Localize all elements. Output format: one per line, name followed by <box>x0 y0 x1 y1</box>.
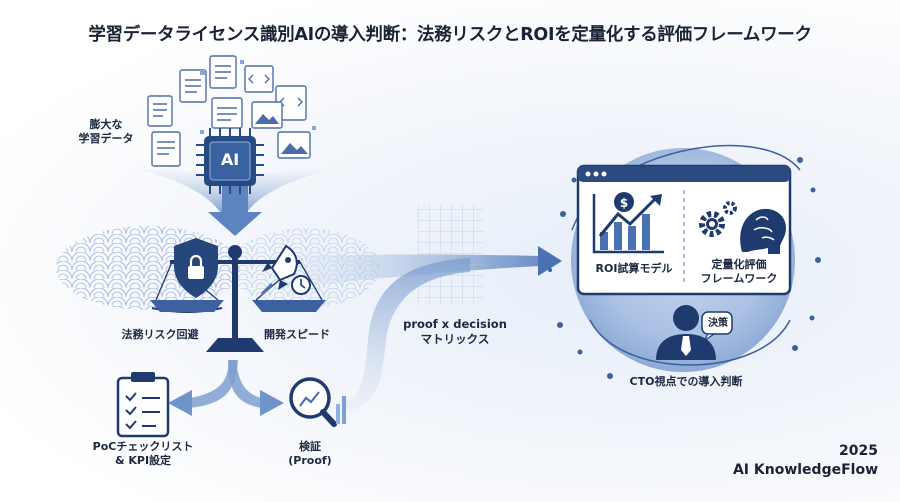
image-file-icon <box>277 131 311 159</box>
proof-flow-curve <box>345 258 470 412</box>
document-icon <box>151 131 181 167</box>
down-arrow-icon <box>208 180 262 236</box>
shield-lock-icon <box>174 238 218 298</box>
decision-matrix-label: proof x decision マトリックス <box>403 317 507 346</box>
flow-to-poc <box>190 360 238 408</box>
legal-risk-label: 法務リスク回避 <box>121 328 199 341</box>
cto-person-icon <box>656 305 716 360</box>
magnifier-chart-icon <box>289 377 346 427</box>
document-icon <box>211 97 243 129</box>
footer-year: 2025 <box>839 443 878 459</box>
training-data-label: 膨大な 学習データ <box>78 118 134 146</box>
checklist-clipboard-icon <box>116 372 170 438</box>
poc-checklist-label: PoCチェックリスト & KPI設定 <box>92 440 194 468</box>
roi-model-label: ROI試算モデル <box>595 262 673 275</box>
left-arrow-icon <box>168 390 192 416</box>
right-arrow-icon <box>538 246 562 276</box>
document-icon <box>147 95 173 127</box>
proof-label: 検証 (Proof) <box>288 440 332 468</box>
image-file-icon <box>251 101 283 129</box>
framework-label: 定量化評価 フレームワーク <box>700 258 778 286</box>
clock-icon <box>291 275 311 295</box>
orbit-line <box>589 319 791 366</box>
gear-brain-icon <box>699 201 786 254</box>
rocket-icon <box>260 244 298 296</box>
ai-chip-icon <box>196 128 264 194</box>
orbit-dots <box>548 157 821 379</box>
decision-badge-label: 決策 <box>708 318 728 329</box>
right-small-arrow-icon <box>260 390 284 416</box>
training-data-documents <box>147 55 316 167</box>
dev-speed-label: 開発スピード <box>264 328 330 341</box>
page-title: 学習データライセンス識別AIの導入判断：法務リスクとROIを定量化する評価フレー… <box>88 25 812 45</box>
svg-text:$: $ <box>620 196 628 210</box>
code-file-icon <box>244 65 274 93</box>
roi-growth-chart-icon: $ <box>592 192 664 254</box>
footer-brand: AI KnowledgeFlow <box>732 462 878 478</box>
dollar-icon <box>614 192 634 212</box>
ai-chip-label: AI <box>220 150 240 169</box>
cto-decision-label: CTO視点での導入判断 <box>629 375 743 388</box>
speech-bubble-icon <box>701 311 733 342</box>
decision-matrix-grid <box>418 205 484 305</box>
flow-to-proof <box>228 360 262 408</box>
